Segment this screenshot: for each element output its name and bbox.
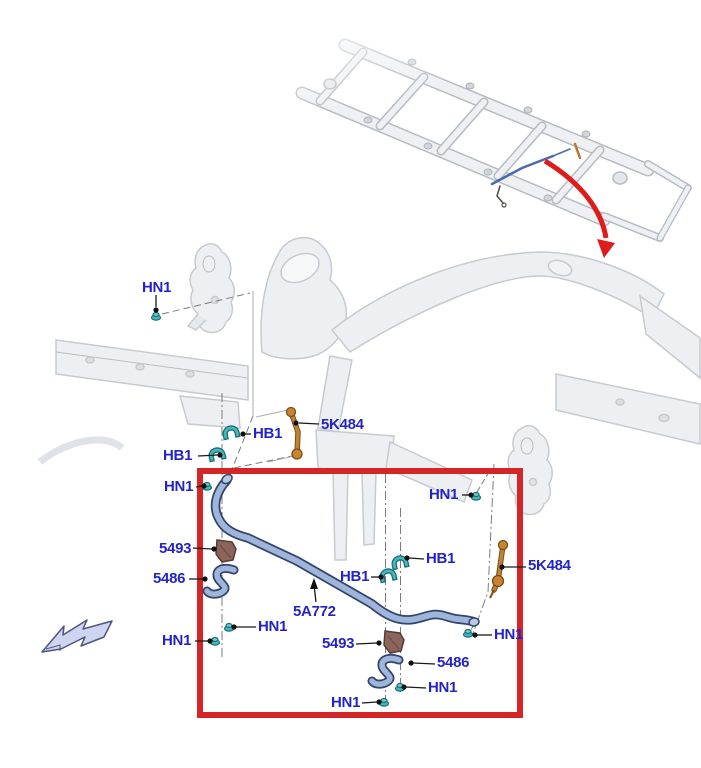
callout-5493-center: 5493: [322, 635, 355, 652]
bushing-left: [215, 539, 237, 563]
callout-5493-left: 5493: [159, 540, 192, 557]
bar-in-frame: [490, 142, 582, 208]
clamp-5486-center: [367, 653, 404, 689]
callout-hb1-left-upper: HB1: [253, 425, 283, 442]
direction-arrow: [41, 619, 113, 653]
clip-hb1-4: [379, 568, 398, 584]
callout-hn1-mid-left: HN1: [162, 632, 192, 649]
clip-hb1-3: [391, 555, 410, 571]
stabilizer-link-upper: [285, 406, 303, 460]
callout-hn1-left-upper: HN1: [164, 478, 194, 495]
clip-hb1-2: [208, 447, 227, 463]
frame-illustration: [268, 6, 692, 242]
callout-hn1-bottom: HN1: [331, 694, 361, 711]
callout-hb1-center-right: HB1: [426, 550, 456, 567]
callout-hb1-left-lower: HB1: [163, 447, 193, 464]
clip-hb1-1: [222, 425, 241, 441]
subframe-illustration: [37, 236, 701, 561]
bushing-center: [383, 630, 405, 654]
stabilizer-link-right: [489, 539, 509, 599]
callout-hb1-center-left: HB1: [340, 568, 370, 585]
callout-hn1-bottom-inner: HN1: [428, 679, 458, 696]
callout-5k484-right: 5K484: [528, 557, 571, 574]
callout-5486-left: 5486: [153, 570, 186, 587]
stabilizer-bar: [210, 473, 480, 627]
highlight-box: [197, 468, 523, 718]
callout-hn1-right-upper: HN1: [429, 486, 459, 503]
callout-5a772-bar: 5A772: [293, 603, 336, 620]
leader-lines: [153, 295, 526, 705]
callout-5k484-upper: 5K484: [321, 416, 364, 433]
callout-hn1-right-mid: HN1: [494, 626, 524, 643]
locator-arrow: [543, 158, 615, 258]
clamp-5486-left: [202, 563, 239, 599]
callout-5486-center: 5486: [437, 654, 470, 671]
callout-hn1-top-left: HN1: [142, 279, 172, 296]
callout-hn1-mid-inner: HN1: [258, 618, 288, 635]
